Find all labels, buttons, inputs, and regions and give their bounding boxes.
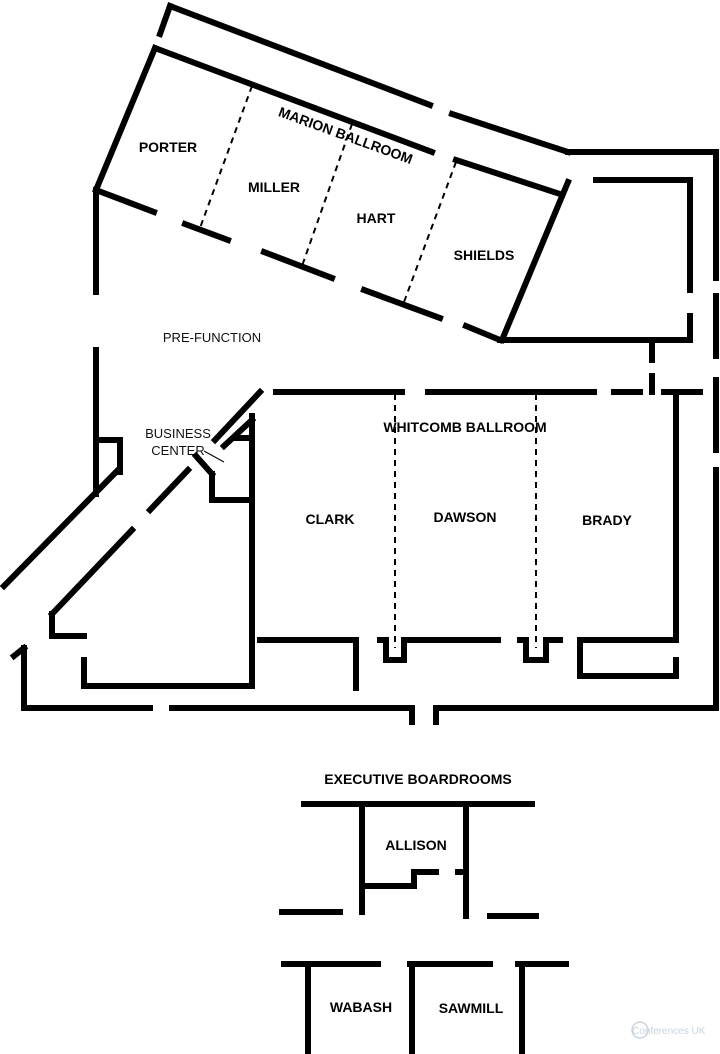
miller-label: MILLER [248,179,300,195]
brady-label: BRADY [582,512,632,528]
allison-label: ALLISON [385,837,446,853]
hart-label: HART [357,210,396,226]
pre-function-label: PRE-FUNCTION [163,330,261,345]
business-center-label-line1: BUSINESS [145,426,211,441]
whitcomb-ballroom-label: WHITCOMB BALLROOM [383,419,546,435]
wabash-label: WABASH [330,999,392,1015]
business-center-label-line2: CENTER [151,443,204,458]
dawson-label: DAWSON [434,509,497,525]
shields-label: SHIELDS [454,247,515,263]
sawmill-label: SAWMILL [439,1000,504,1016]
main-building-walls [0,2,719,725]
business-center-pointer [203,450,225,463]
conferences-uk-logo: Conferences UK [631,1021,706,1039]
svg-text:Conferences UK: Conferences UK [632,1026,706,1037]
executive-walls [279,801,569,1054]
porter-label: PORTER [139,139,197,155]
clark-label: CLARK [306,511,355,527]
executive-boardrooms-label: EXECUTIVE BOARDROOMS [324,771,511,787]
air-walls [199,85,537,648]
